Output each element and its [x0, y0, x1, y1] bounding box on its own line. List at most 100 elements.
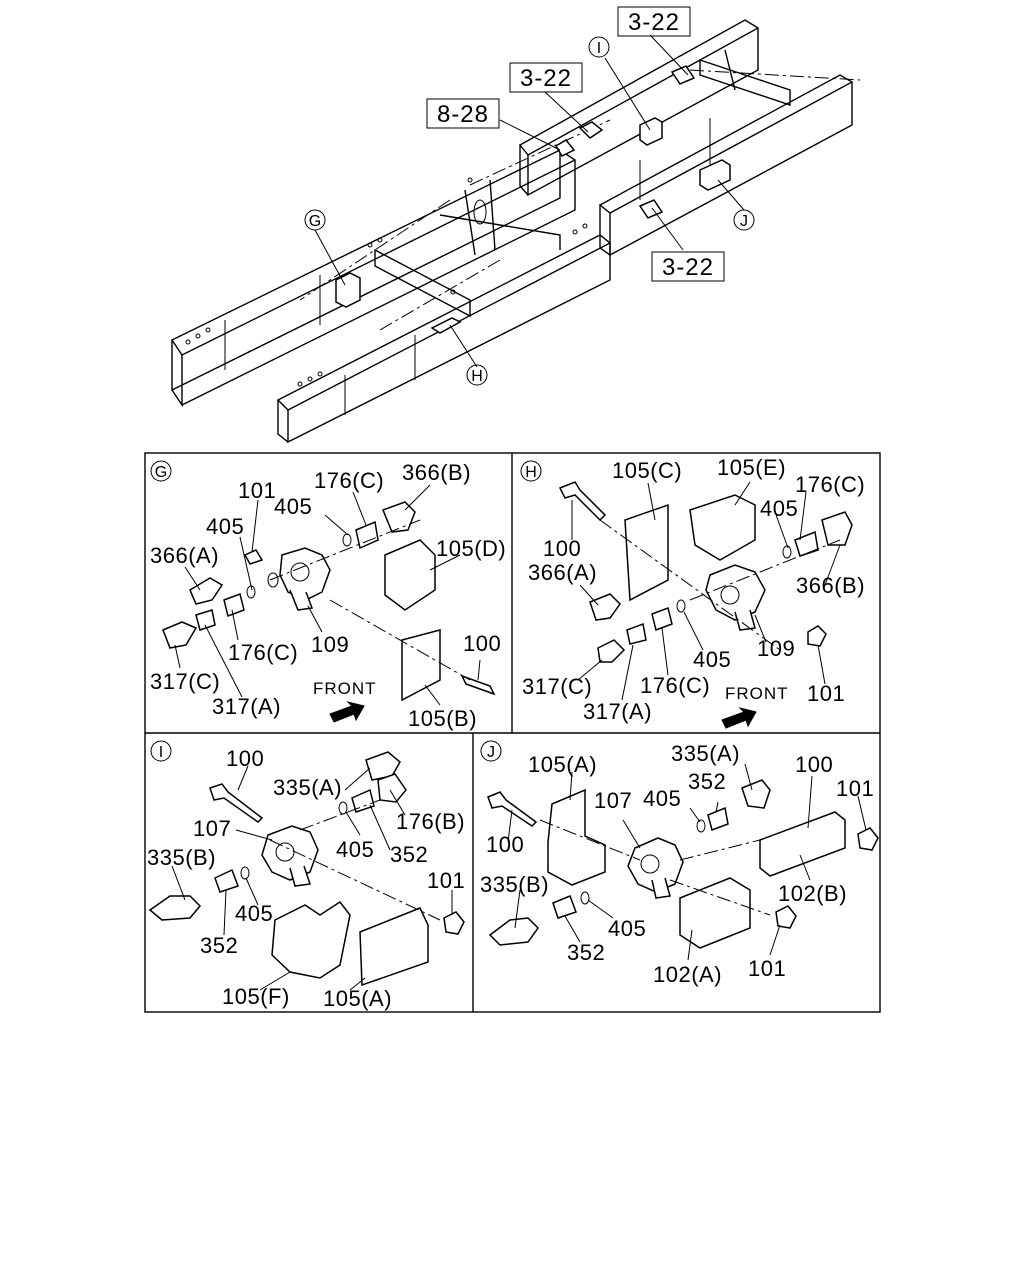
panel-j: J [480, 740, 879, 987]
label-405: 405 [274, 494, 312, 519]
bracket-105a [547, 788, 606, 886]
front-arrow-icon [329, 701, 365, 723]
label-105a: 105(A) [323, 986, 392, 1011]
elbow-366a [589, 593, 621, 621]
bracket-105e [689, 494, 756, 561]
fitting-176c-top [355, 520, 379, 550]
label-317c: 317(C) [150, 669, 220, 694]
ref-box-3-22-top[interactable]: 3-22 [617, 6, 691, 37]
label-100: 100 [543, 536, 581, 561]
bracket-105c [624, 503, 669, 602]
label-317c: 317(C) [522, 674, 592, 699]
svg-text:J: J [740, 213, 748, 230]
panel-i-parts [148, 751, 465, 987]
bracket-g [335, 272, 361, 308]
label-176b: 176(B) [396, 809, 465, 834]
nut-101-right [857, 827, 879, 851]
label-366a: 366(A) [150, 543, 219, 568]
label-317a: 317(A) [212, 694, 281, 719]
elbow-366b [821, 511, 853, 546]
label-176c: 176(C) [314, 468, 384, 493]
bracket-102a [679, 877, 751, 949]
bolt-100 [487, 791, 538, 827]
svg-text:I: I [159, 744, 163, 761]
label-405: 405 [643, 786, 681, 811]
label-405: 405 [336, 837, 374, 862]
front-arrow-icon [721, 707, 757, 729]
fitting-317a [195, 609, 216, 631]
label-366a: 366(A) [528, 560, 597, 585]
bracket-h [430, 317, 462, 334]
label-335a: 335(A) [273, 775, 342, 800]
elbow-366b [382, 501, 416, 533]
bracket-105b [401, 629, 441, 702]
fitting-176c-lower [651, 607, 673, 631]
ref-box-3-22-bottom[interactable]: 3-22 [651, 251, 725, 282]
view-callout-g[interactable]: G [304, 209, 326, 231]
elbow-335a [365, 751, 401, 781]
label-335b: 335(B) [147, 845, 216, 870]
fitting-352-lower [214, 868, 239, 893]
panel-g-parts [162, 501, 496, 702]
valve-107 [627, 837, 684, 893]
fitting-176c-top [794, 530, 819, 557]
panel-h: H [520, 455, 865, 729]
svg-text:3-22: 3-22 [520, 65, 572, 92]
label-102a: 102(A) [653, 962, 722, 987]
panel-h-parts [558, 481, 853, 663]
nut-101 [243, 549, 264, 565]
label-405: 405 [608, 916, 646, 941]
plate-102b [759, 811, 846, 877]
svg-text:H: H [525, 464, 537, 481]
label-100: 100 [226, 746, 264, 771]
bolt-100 [460, 674, 496, 696]
view-callout-i[interactable]: I [588, 36, 610, 58]
front-label: FRONT [725, 684, 789, 703]
view-callout-j[interactable]: J [733, 209, 755, 231]
label-366b: 366(B) [796, 573, 865, 598]
label-317a: 317(A) [583, 699, 652, 724]
bracket-105a [359, 907, 429, 987]
fitting-176b [377, 773, 407, 803]
valve-109 [705, 564, 766, 621]
label-352: 352 [688, 769, 726, 794]
fitting-317c [162, 621, 198, 649]
view-callout-h[interactable]: H [466, 364, 488, 386]
panel-g: G [150, 460, 506, 731]
bolt-100 [558, 481, 607, 522]
label-107: 107 [594, 788, 632, 813]
fitting-317a [626, 622, 647, 645]
panel-h-id [520, 460, 542, 482]
bolt-100 [209, 783, 264, 823]
elbow-335a [741, 779, 771, 809]
valve-107 [261, 825, 319, 881]
panel-j-parts [487, 779, 879, 949]
svg-text:8-28: 8-28 [437, 101, 489, 128]
label-352: 352 [567, 940, 605, 965]
svg-text:H: H [471, 368, 483, 385]
svg-text:G: G [155, 464, 167, 481]
svg-text:I: I [597, 40, 601, 57]
label-105c: 105(C) [612, 458, 682, 483]
label-366b: 366(B) [402, 460, 471, 485]
label-101: 101 [836, 776, 874, 801]
label-100: 100 [486, 832, 524, 857]
ref-box-8-28[interactable]: 8-28 [426, 98, 500, 129]
label-105b: 105(B) [408, 706, 477, 731]
label-352: 352 [390, 842, 428, 867]
fitting-317c [597, 639, 626, 663]
panel-j-id [480, 740, 502, 762]
svg-text:3-22: 3-22 [628, 9, 680, 36]
label-176c: 176(C) [795, 472, 865, 497]
label-109: 109 [757, 636, 795, 661]
elbow-335b [488, 917, 539, 946]
svg-text:G: G [309, 213, 321, 230]
fitting-352-lower [552, 895, 577, 919]
label-105a: 105(A) [528, 752, 597, 777]
fitting-176c-lower [223, 593, 245, 617]
label-335b: 335(B) [480, 872, 549, 897]
label-405: 405 [235, 901, 273, 926]
ref-box-3-22-middle[interactable]: 3-22 [509, 62, 583, 93]
bracket-j [699, 159, 731, 191]
